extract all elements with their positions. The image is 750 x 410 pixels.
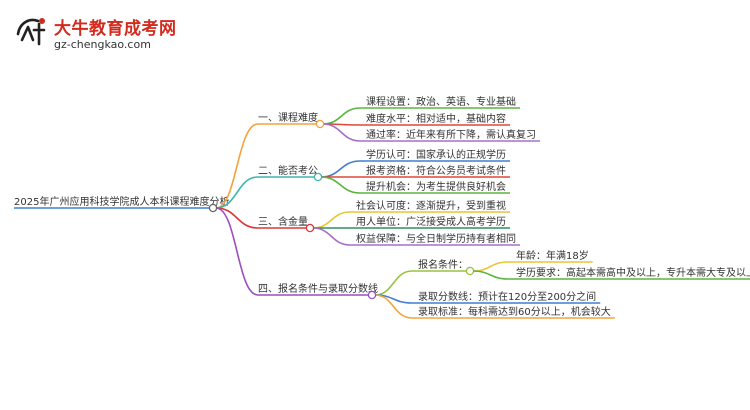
branch-3-item-2[interactable]: 用人单位：广泛接受成人高考学历 xyxy=(356,215,506,228)
child-connector xyxy=(320,176,361,194)
bull-logo-icon xyxy=(16,18,46,46)
branch-1-label[interactable]: 一、课程难度 xyxy=(258,111,318,124)
branch-connector xyxy=(215,176,259,209)
branch-2-item-3[interactable]: 提升机会：为考生提供良好机会 xyxy=(366,180,506,193)
branch-1-item-3[interactable]: 通过率：近年来有所下降，需认真复习 xyxy=(366,128,536,141)
child-connector xyxy=(320,160,361,178)
branch-1-item-1[interactable]: 课程设置：政治、英语、专业基础 xyxy=(366,95,516,108)
child-connector xyxy=(374,294,413,319)
branch-connector xyxy=(215,207,259,296)
branch-3-node xyxy=(305,223,315,233)
child-connector xyxy=(312,211,351,229)
site-logo[interactable]: 大牛教育成考网 gz-chengkao.com xyxy=(8,6,208,56)
branch-1-node xyxy=(315,119,325,129)
branch-4-label[interactable]: 四、报名条件与录取分数线 xyxy=(258,282,378,295)
branch-connector xyxy=(215,207,259,229)
child-connector xyxy=(322,107,361,125)
branch-2-label[interactable]: 二、能否考公 xyxy=(258,164,318,177)
branch-4-item-3[interactable]: 录取标准：每科需达到60分以上，机会较大 xyxy=(418,305,611,318)
branch-connector xyxy=(215,123,259,209)
branch-1-item-2[interactable]: 难度水平：相对适中，基础内容 xyxy=(366,112,506,125)
branch-3-item-1[interactable]: 社会认可度：逐渐提升，受到重视 xyxy=(356,199,506,212)
branch-4-subitem-2[interactable]: 学历要求：高起本需高中及以上，专升本需大专及以上 xyxy=(516,266,750,279)
child-connector xyxy=(374,270,413,296)
root-topic[interactable]: 2025年广州应用科技学院成人本科课程难度分析 xyxy=(14,195,229,208)
child-connector xyxy=(322,123,361,142)
subtopic-node xyxy=(465,266,475,276)
branch-4-node xyxy=(367,290,377,300)
branch-4-subitem-1[interactable]: 年龄：年满18岁 xyxy=(516,249,589,262)
branch-3-label[interactable]: 三、含金量 xyxy=(258,215,308,228)
branch-2-item-1[interactable]: 学历认可：国家承认的正规学历 xyxy=(366,148,506,161)
subchild-connector xyxy=(472,270,509,280)
branch-3-item-3[interactable]: 权益保障：与全日制学历持有者相同 xyxy=(356,232,516,245)
branch-2-item-2[interactable]: 报考资格：符合公务员考试条件 xyxy=(366,164,506,177)
branch-4-item-2[interactable]: 录取分数线：预计在120分至200分之间 xyxy=(418,290,596,303)
root-node xyxy=(208,203,218,213)
site-url: gz-chengkao.com xyxy=(54,38,151,51)
branch-2-node xyxy=(313,172,323,182)
subchild-connector xyxy=(472,261,509,272)
child-connector xyxy=(312,227,351,246)
branch-4-item-1[interactable]: 报名条件： xyxy=(418,258,468,271)
site-title: 大牛教育成考网 xyxy=(54,19,177,39)
